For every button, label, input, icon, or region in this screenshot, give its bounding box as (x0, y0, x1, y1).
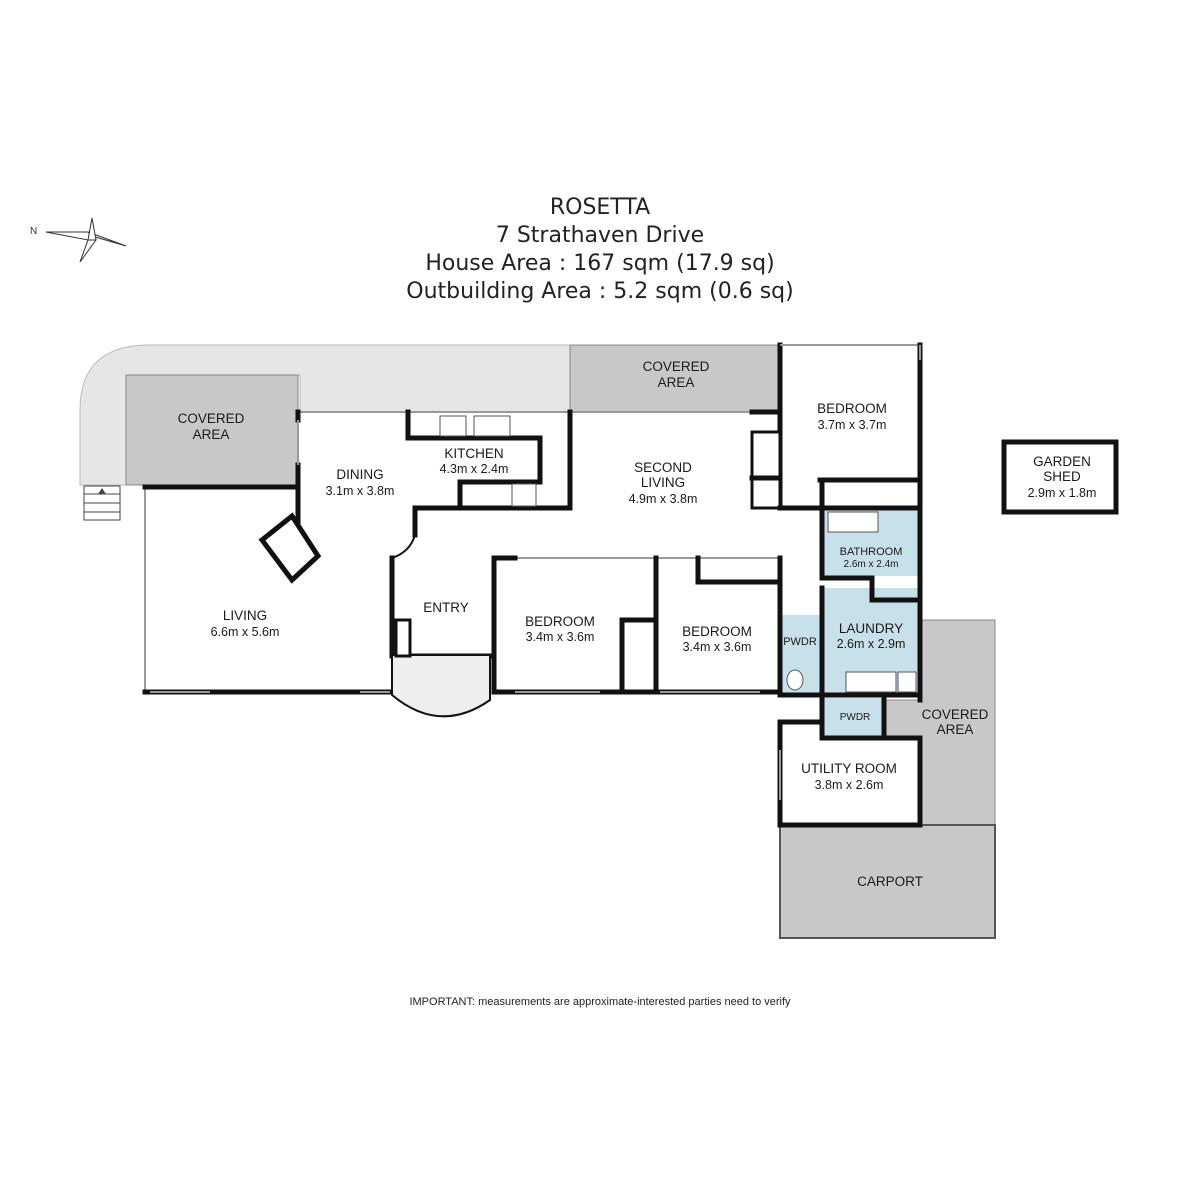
fixtures (439, 415, 917, 693)
entry-label: ENTRY (423, 600, 469, 615)
pwdr-lower-label: PWDR (840, 712, 871, 723)
living-size: 6.6m x 5.6m (211, 625, 280, 639)
covered-right-label-2: AREA (937, 722, 974, 737)
garden-shed-size: 2.9m x 1.8m (1028, 486, 1097, 500)
garden-shed-label-1: GARDEN (1033, 454, 1091, 469)
bathroom-label: BATHROOM (840, 546, 903, 558)
covered-right-label-1: COVERED (922, 707, 989, 722)
garden-shed-label-2: SHED (1043, 469, 1081, 484)
compass-icon: N (30, 217, 127, 263)
property-address: 7 Strathaven Drive (496, 223, 704, 248)
covered-area-top (569, 344, 781, 413)
utility-room-label: UTILITY ROOM (801, 761, 897, 776)
bedroom-right-size: 3.4m x 3.6m (683, 640, 752, 654)
second-living-label-1: SECOND (634, 460, 692, 475)
garden-shed (1001, 439, 1119, 515)
covered-top-label-2: AREA (658, 375, 695, 390)
plan-header: ROSETTA 7 Strathaven Drive House Area : … (406, 195, 793, 304)
covered-left-label-2: AREA (193, 427, 230, 442)
dining-size: 3.1m x 3.8m (326, 484, 395, 498)
covered-left-label-1: COVERED (178, 411, 245, 426)
property-name: ROSETTA (550, 195, 650, 220)
kitchen-label: KITCHEN (444, 446, 503, 461)
bedroom-right-label: BEDROOM (682, 624, 752, 639)
measurement-disclaimer: IMPORTANT: measurements are approximate-… (409, 996, 791, 1008)
laundry-size: 2.6m x 2.9m (837, 637, 906, 651)
compass-north-label: N (30, 226, 37, 237)
pwdr-left-label: PWDR (783, 636, 817, 648)
bedroom-top-right-size: 3.7m x 3.7m (818, 418, 887, 432)
dining-label: DINING (336, 467, 383, 482)
utility-room-size: 3.8m x 2.6m (815, 778, 884, 792)
carport-label: CARPORT (857, 874, 923, 889)
covered-area-left (125, 374, 299, 486)
kitchen-size: 4.3m x 2.4m (440, 462, 509, 476)
room-labels: COVERED AREA COVERED AREA DINING 3.1m x … (178, 359, 1097, 889)
laundry-label: LAUNDRY (839, 621, 903, 636)
second-living-size: 4.9m x 3.8m (629, 492, 698, 506)
covered-top-label-1: COVERED (643, 359, 710, 374)
toilet-icon (786, 669, 804, 691)
bedroom-middle-label: BEDROOM (525, 614, 595, 629)
bathroom-size: 2.6m x 2.4m (843, 559, 898, 570)
outbuilding-area: Outbuilding Area : 5.2 sqm (0.6 sq) (406, 279, 793, 304)
walls (142, 342, 923, 828)
bathtub-icon (827, 511, 879, 533)
pwdr-lower-floor (822, 698, 884, 736)
house-area: House Area : 167 sqm (17.9 sq) (425, 251, 774, 276)
stairs-icon (83, 485, 121, 521)
second-living-label-2: LIVING (641, 475, 685, 490)
living-label: LIVING (223, 608, 267, 623)
bedroom-top-right-label: BEDROOM (817, 401, 887, 416)
bedroom-middle-size: 3.4m x 3.6m (526, 630, 595, 644)
